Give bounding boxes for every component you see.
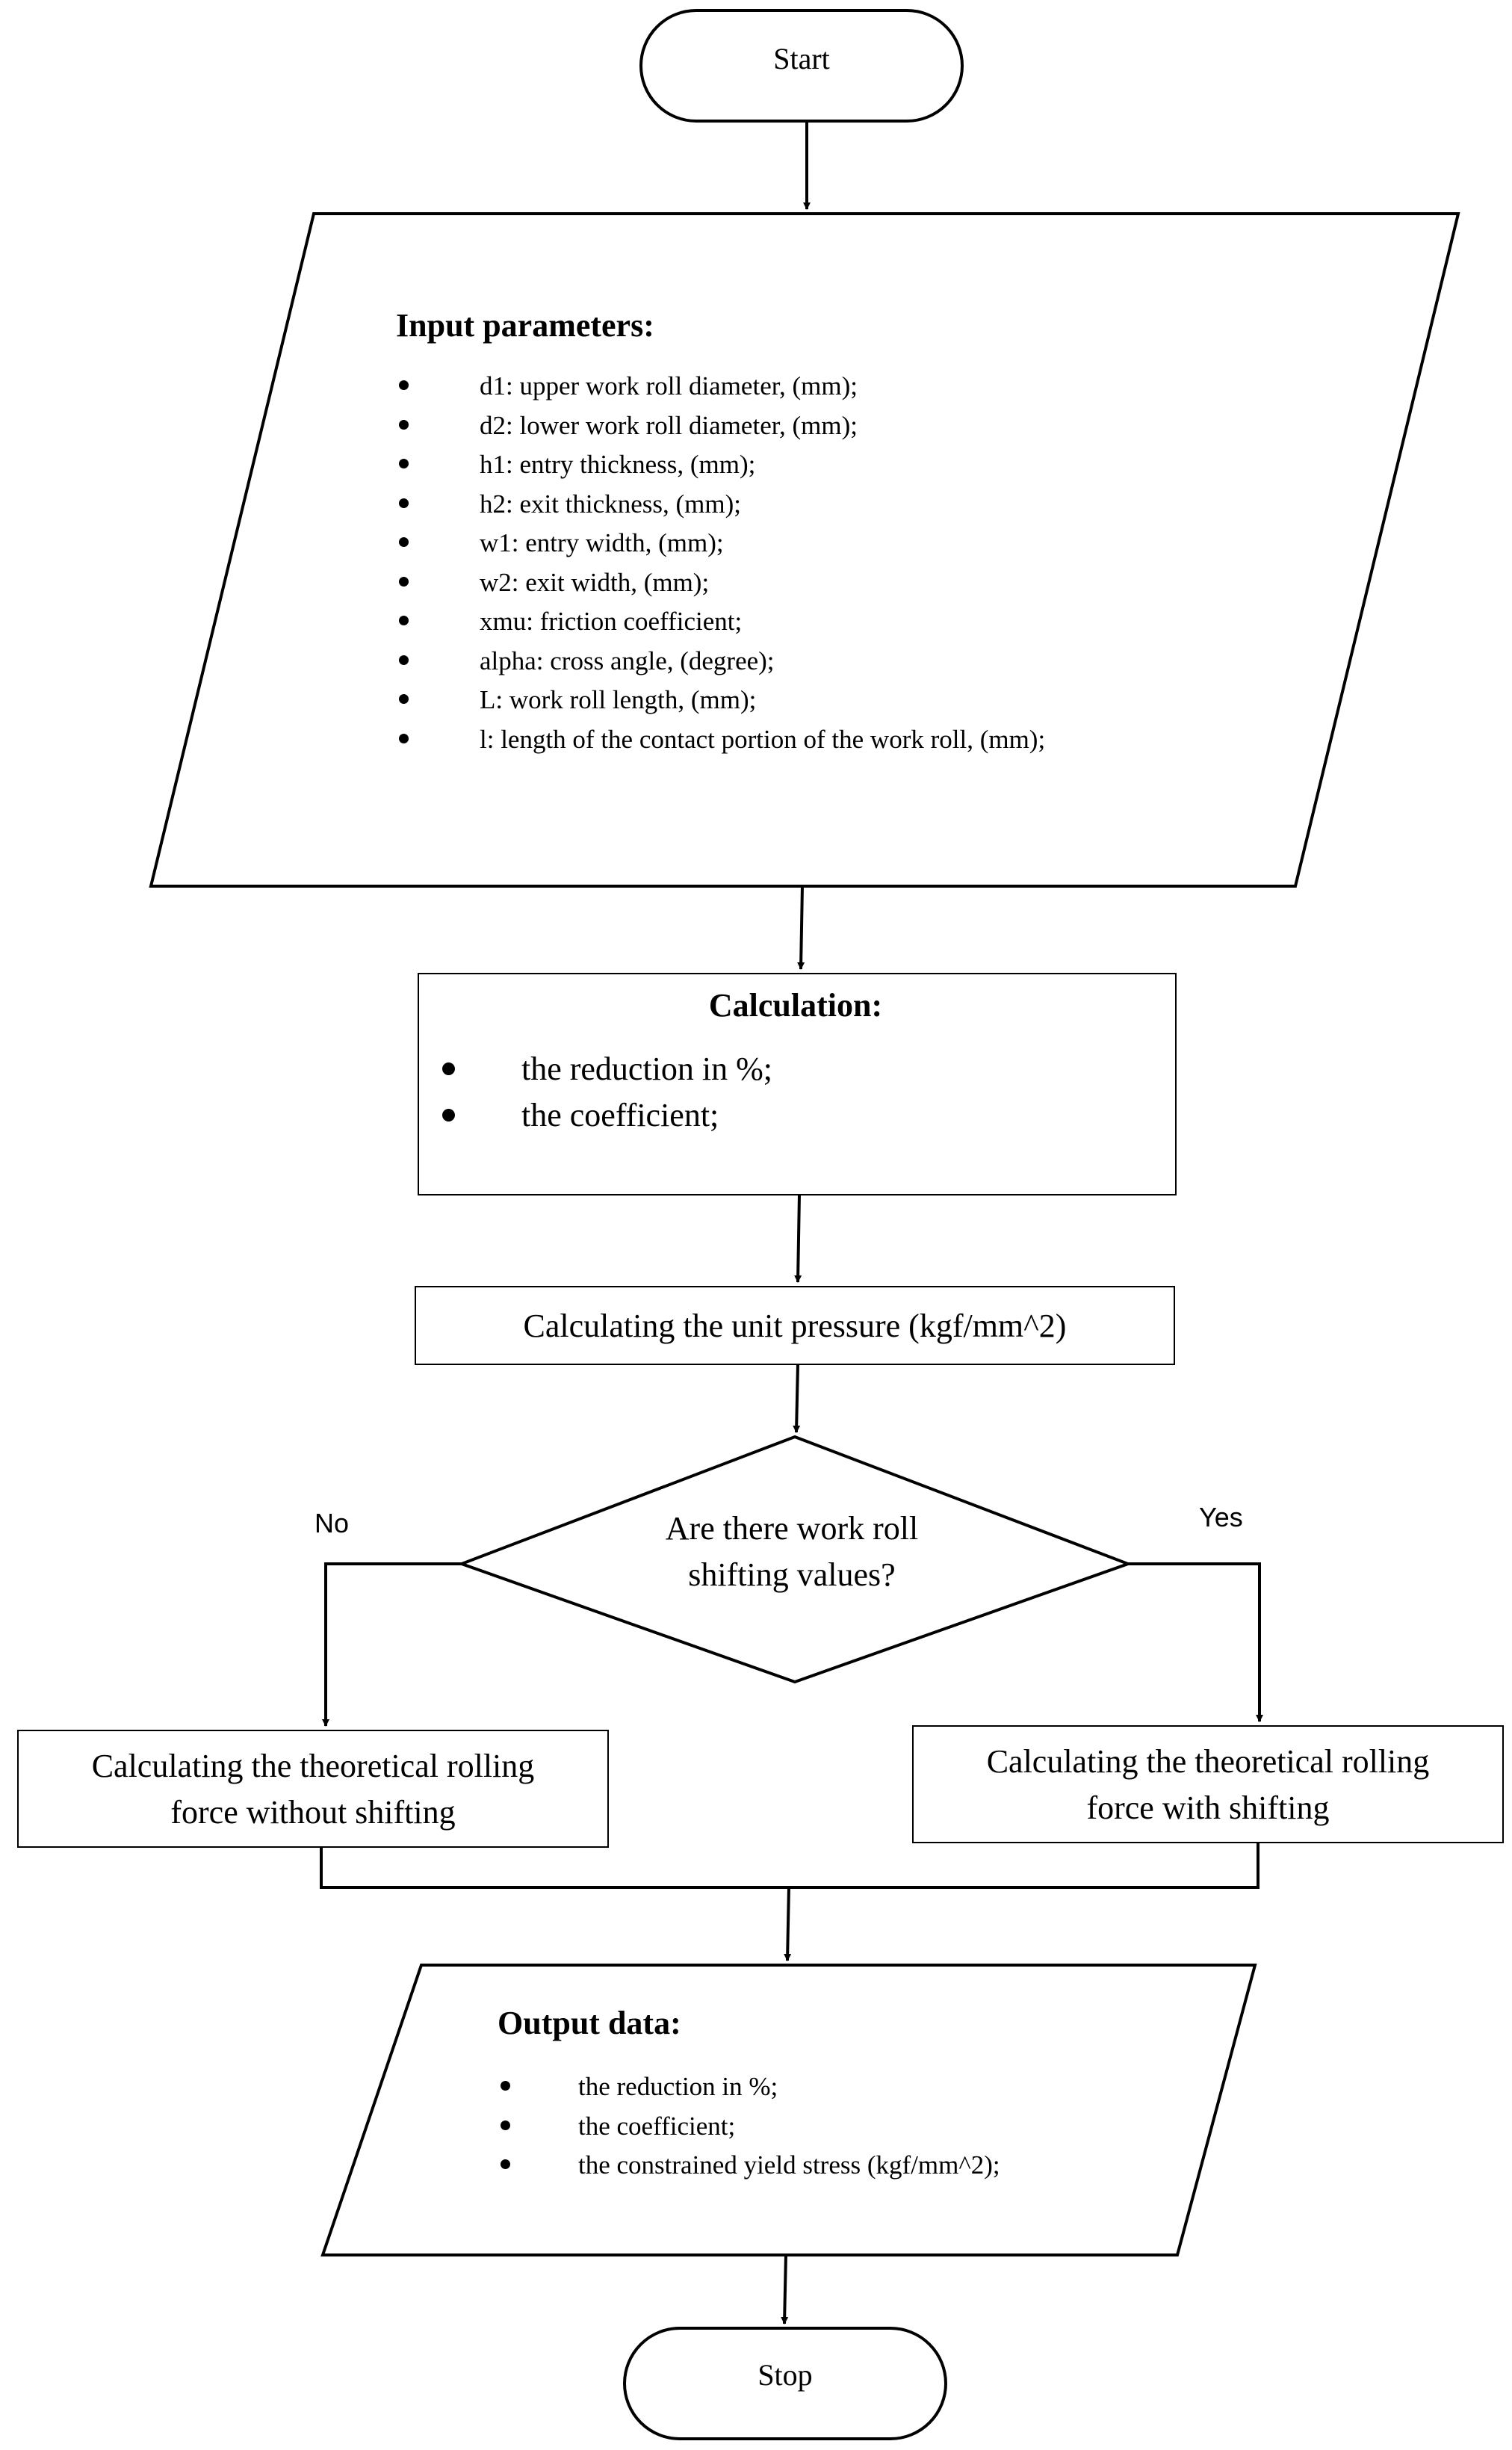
- calculation-content: Calculation: the reduction in %; the coe…: [423, 985, 1170, 1141]
- no-branch-line-1: Calculating the theoretical rolling: [91, 1748, 535, 1785]
- decision-line-2: shifting values?: [688, 1556, 896, 1593]
- list-item: h2: exit thickness, (mm);: [396, 488, 1367, 528]
- arrow-merge-to-output: [784, 1887, 792, 1961]
- start-terminal: [639, 9, 964, 123]
- list-item: the coefficient;: [423, 1095, 1170, 1141]
- unit-pressure-label: Calculating the unit pressure (kgf/mm^2): [523, 1307, 1067, 1344]
- no-branch-label: Calculating the theoretical rolling forc…: [18, 1733, 608, 1846]
- unit-pressure-box: [415, 1286, 1175, 1365]
- arrow-output-to-stop: [781, 2254, 789, 2324]
- yes-label: Yes: [1199, 1502, 1243, 1532]
- arrow-decision-no: [322, 1562, 462, 1727]
- list-item: the constrained yield stress (kgf/mm^2);: [498, 2149, 1245, 2188]
- yes-branch-box: [912, 1725, 1504, 1843]
- input-parallelogram: [149, 212, 1460, 888]
- decision-line-1: Are there work roll: [665, 1510, 919, 1547]
- stop-terminal: [623, 2327, 947, 2440]
- calculation-list: the reduction in %; the coefficient;: [423, 1048, 1170, 1141]
- yes-branch-label: Calculating the theoretical rolling forc…: [913, 1729, 1503, 1841]
- arrow-decision-yes: [1128, 1562, 1263, 1722]
- arrow-input-to-calculation: [797, 885, 805, 970]
- calculation-box: [418, 973, 1177, 1195]
- no-branch-line-2: force without shifting: [170, 1794, 456, 1831]
- list-item: L: work roll length, (mm);: [396, 684, 1367, 723]
- list-item: d1: upper work roll diameter, (mm);: [396, 370, 1367, 409]
- no-branch-box: [17, 1730, 609, 1848]
- yes-branch-line-2: force with shifting: [1086, 1789, 1330, 1826]
- output-data: Output data: the reduction in %; the coe…: [498, 2002, 1245, 2188]
- no-label: No: [315, 1508, 350, 1538]
- list-item: w1: entry width, (mm);: [396, 527, 1367, 566]
- yes-branch-line-1: Calculating the theoretical rolling: [986, 1743, 1430, 1781]
- decision-diamond: [457, 1435, 1133, 1684]
- list-item: l: length of the contact portion of the …: [396, 723, 1367, 763]
- input-heading: Input parameters:: [396, 307, 654, 344]
- list-item: h1: entry thickness, (mm);: [396, 448, 1367, 488]
- calculation-heading: Calculation:: [708, 987, 883, 1024]
- list-item: the reduction in %;: [498, 2070, 1245, 2110]
- list-item: alpha: cross angle, (degree);: [396, 645, 1367, 684]
- input-parameters: Input parameters: d1: upper work roll di…: [396, 305, 1367, 762]
- list-item: d2: lower work roll diameter, (mm);: [396, 409, 1367, 449]
- start-label: Start: [773, 42, 830, 75]
- stop-label: Stop: [757, 2358, 813, 2392]
- list-item: the reduction in %;: [423, 1048, 1170, 1095]
- input-list: d1: upper work roll diameter, (mm); d2: …: [396, 370, 1367, 762]
- output-parallelogram: [320, 1964, 1257, 2256]
- output-heading: Output data:: [498, 2005, 681, 2041]
- arrow-unit-pressure-to-decision: [793, 1364, 801, 1433]
- arrow-calculation-to-unit-pressure: [794, 1194, 802, 1283]
- list-item: w2: exit width, (mm);: [396, 566, 1367, 606]
- list-item: xmu: friction coefficient;: [396, 605, 1367, 645]
- output-list: the reduction in %; the coefficient; the…: [498, 2070, 1245, 2188]
- list-item: the coefficient;: [498, 2110, 1245, 2150]
- merge-line: [320, 1843, 1260, 1889]
- decision-label: Are there work roll shifting values?: [568, 1506, 1016, 1597]
